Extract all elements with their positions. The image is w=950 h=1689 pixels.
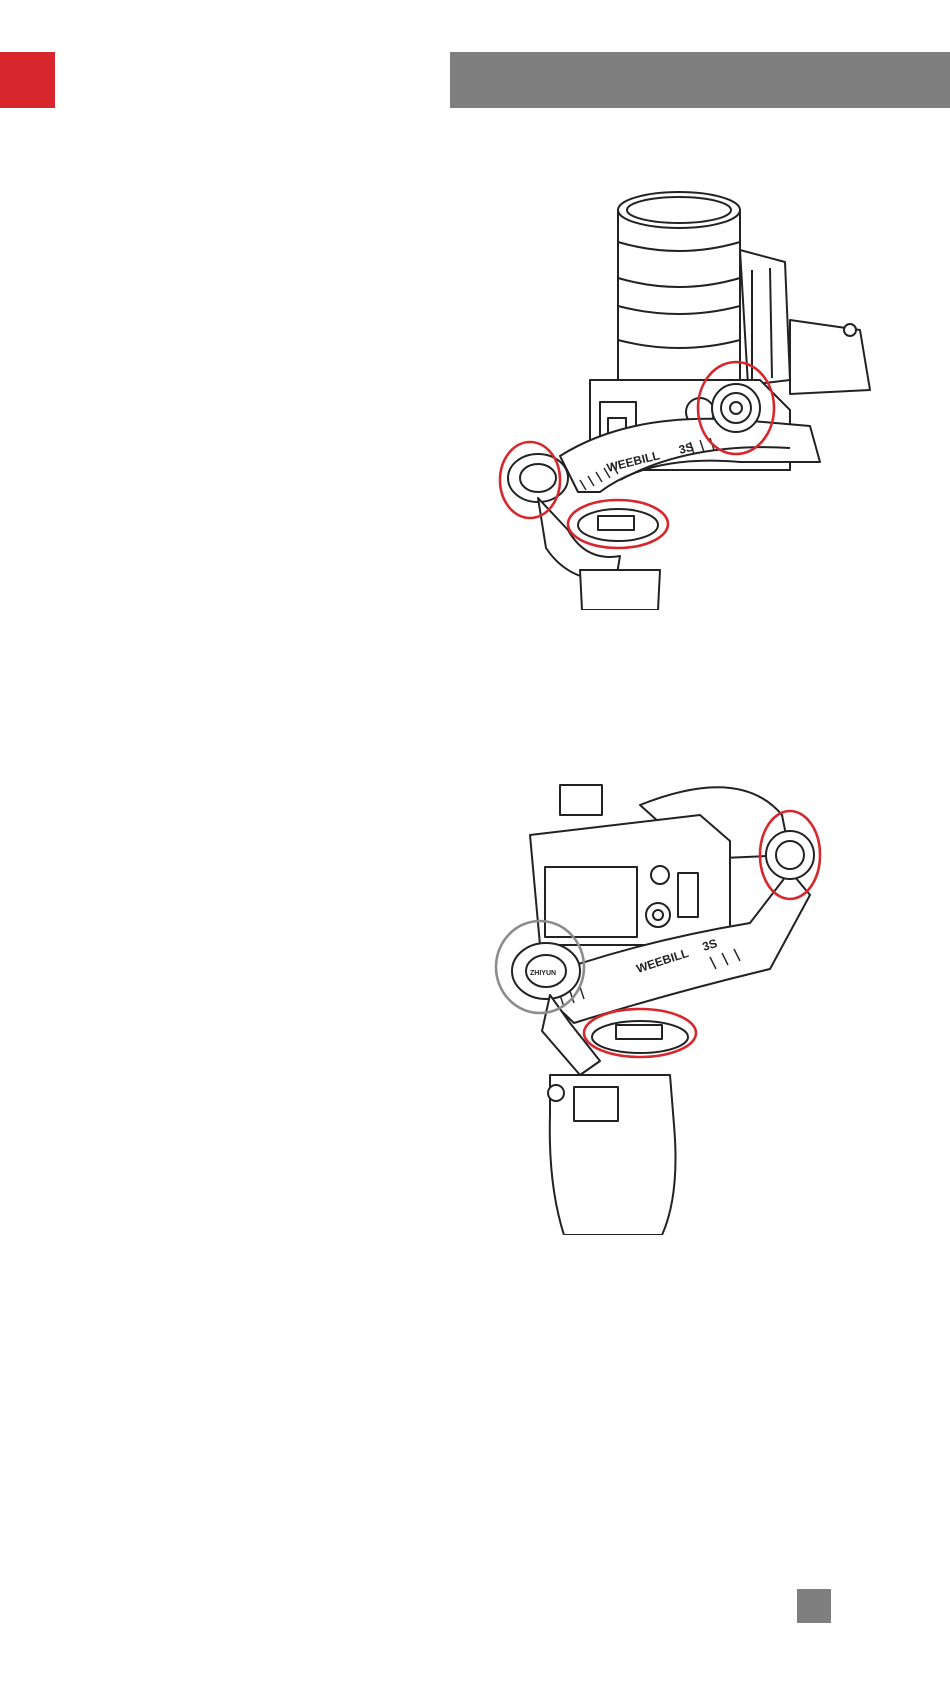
- gimbal-illustration-top: WEEBILL 3S: [490, 180, 910, 610]
- gimbal-drawing-1: WEEBILL 3S: [490, 180, 910, 610]
- section-color-tab: [0, 52, 55, 108]
- page-number-box: [797, 1589, 831, 1623]
- gimbal-drawing-2: WEEBILL 3S ZHIYUN: [490, 775, 910, 1235]
- header-bar: [450, 52, 950, 108]
- gimbal-illustration-rear: WEEBILL 3S ZHIYUN: [490, 775, 910, 1235]
- roll-motor-logo: ZHIYUN: [530, 970, 556, 977]
